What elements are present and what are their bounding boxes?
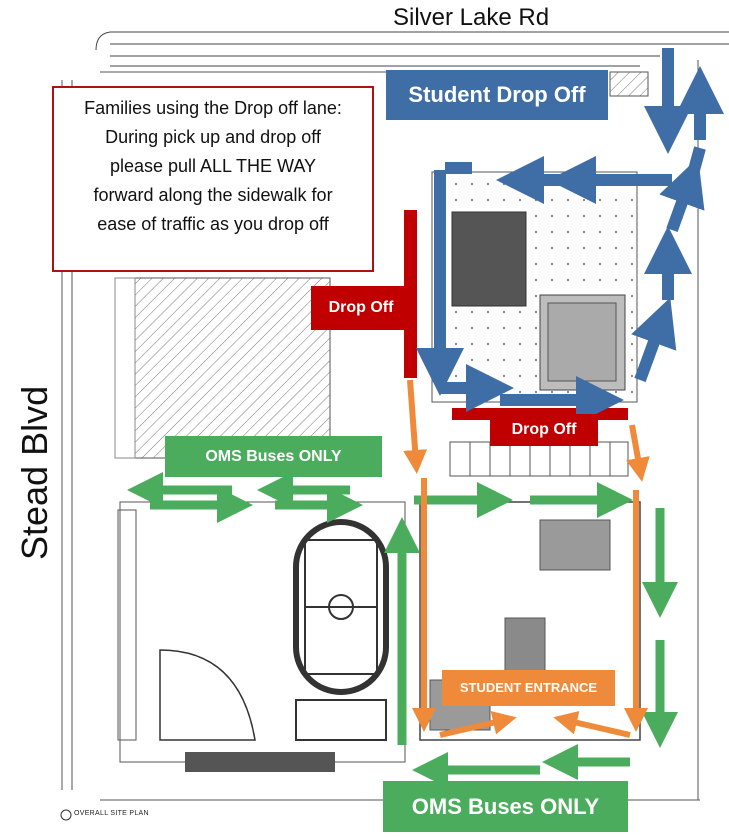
field-center-circle: [328, 594, 354, 620]
hatched-area: [609, 71, 649, 97]
notice-line: ease of traffic as you drop off: [97, 214, 329, 234]
plan-number-marker: [60, 809, 72, 821]
tennis-courts: [295, 699, 387, 741]
notice-line: forward along the sidewalk for: [93, 185, 333, 205]
gym-building: [451, 211, 527, 307]
notice-line: During pick up and drop off: [105, 127, 321, 147]
plan-caption: OVERALL SITE PLAN: [74, 810, 149, 817]
drop-off-label-east: Drop Off: [490, 414, 598, 446]
drop-off-label-north: Drop Off: [311, 286, 411, 330]
student-drop-off-label: Student Drop Off: [386, 70, 608, 120]
parking-stalls: [449, 441, 629, 477]
parking-west: [114, 277, 136, 459]
road-label-stead: Stead Blvd: [14, 385, 55, 560]
notice-line: Families using the Drop off lane:: [84, 98, 342, 118]
baseball-diamond: [159, 649, 256, 741]
bus-route: [127, 472, 678, 788]
bus-label-upper: OMS Buses ONLY: [165, 436, 382, 477]
student-drop-off-route: [416, 48, 724, 424]
dugout-bar: [185, 752, 335, 772]
existing-building: [134, 277, 331, 459]
west-parking-strip: [117, 509, 137, 741]
notice-line: please pull ALL THE WAY: [109, 156, 317, 176]
walking-route: [403, 379, 650, 738]
student-entrance-label: STUDENT ENTRANCE: [442, 670, 615, 706]
drop-off-notice: Families using the Drop off lane: During…: [52, 86, 374, 272]
silver-lake-road-lines: [95, 31, 729, 67]
detention-basin-inner: [547, 302, 617, 382]
road-label-silver-lake: Silver Lake Rd: [393, 4, 550, 31]
building-detail-1: [539, 519, 611, 571]
bus-label-lower: OMS Buses ONLY: [383, 781, 628, 832]
